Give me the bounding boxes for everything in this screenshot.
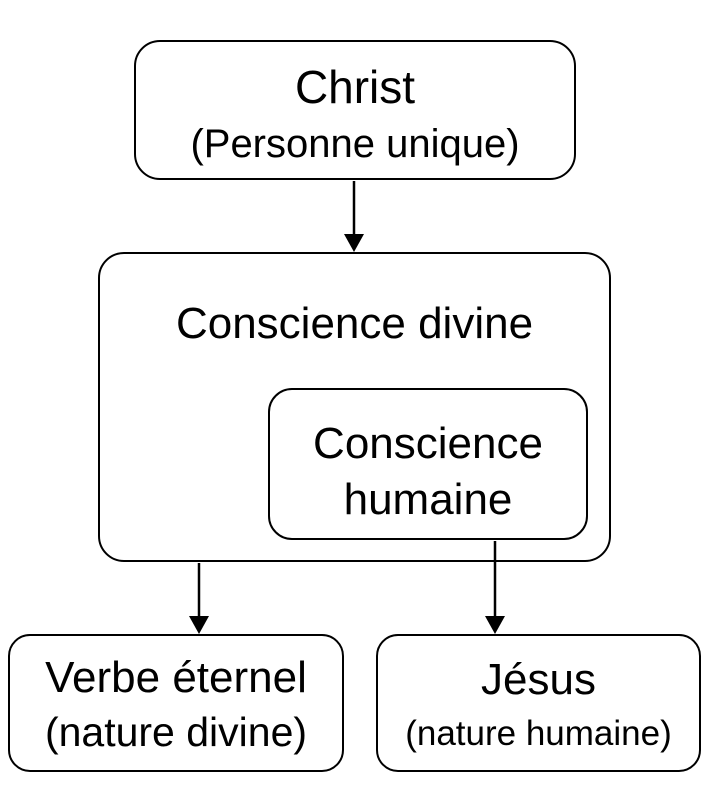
verbe-title: Verbe éternel xyxy=(45,653,307,702)
arrow-divine-to-verbe xyxy=(189,563,209,634)
christ-subtitle: (Personne unique) xyxy=(190,122,520,166)
arrow-christ-to-divine xyxy=(344,181,364,252)
verbe-node: Verbe éternel (nature divine) xyxy=(8,634,344,772)
human-consciousness-node: Conscience humaine xyxy=(268,388,588,540)
verbe-subtitle: (nature divine) xyxy=(44,709,308,755)
divine-consciousness-title: Conscience divine xyxy=(175,299,534,348)
jesus-title: Jésus xyxy=(481,655,596,704)
human-consciousness-line1: Conscience xyxy=(313,419,543,468)
christ-node: Christ (Personne unique) xyxy=(134,40,576,180)
jesus-node: Jésus (nature humaine) xyxy=(376,634,701,772)
human-consciousness-line2: humaine xyxy=(343,475,513,524)
christ-title: Christ xyxy=(294,61,416,113)
jesus-subtitle: (nature humaine) xyxy=(405,714,672,753)
